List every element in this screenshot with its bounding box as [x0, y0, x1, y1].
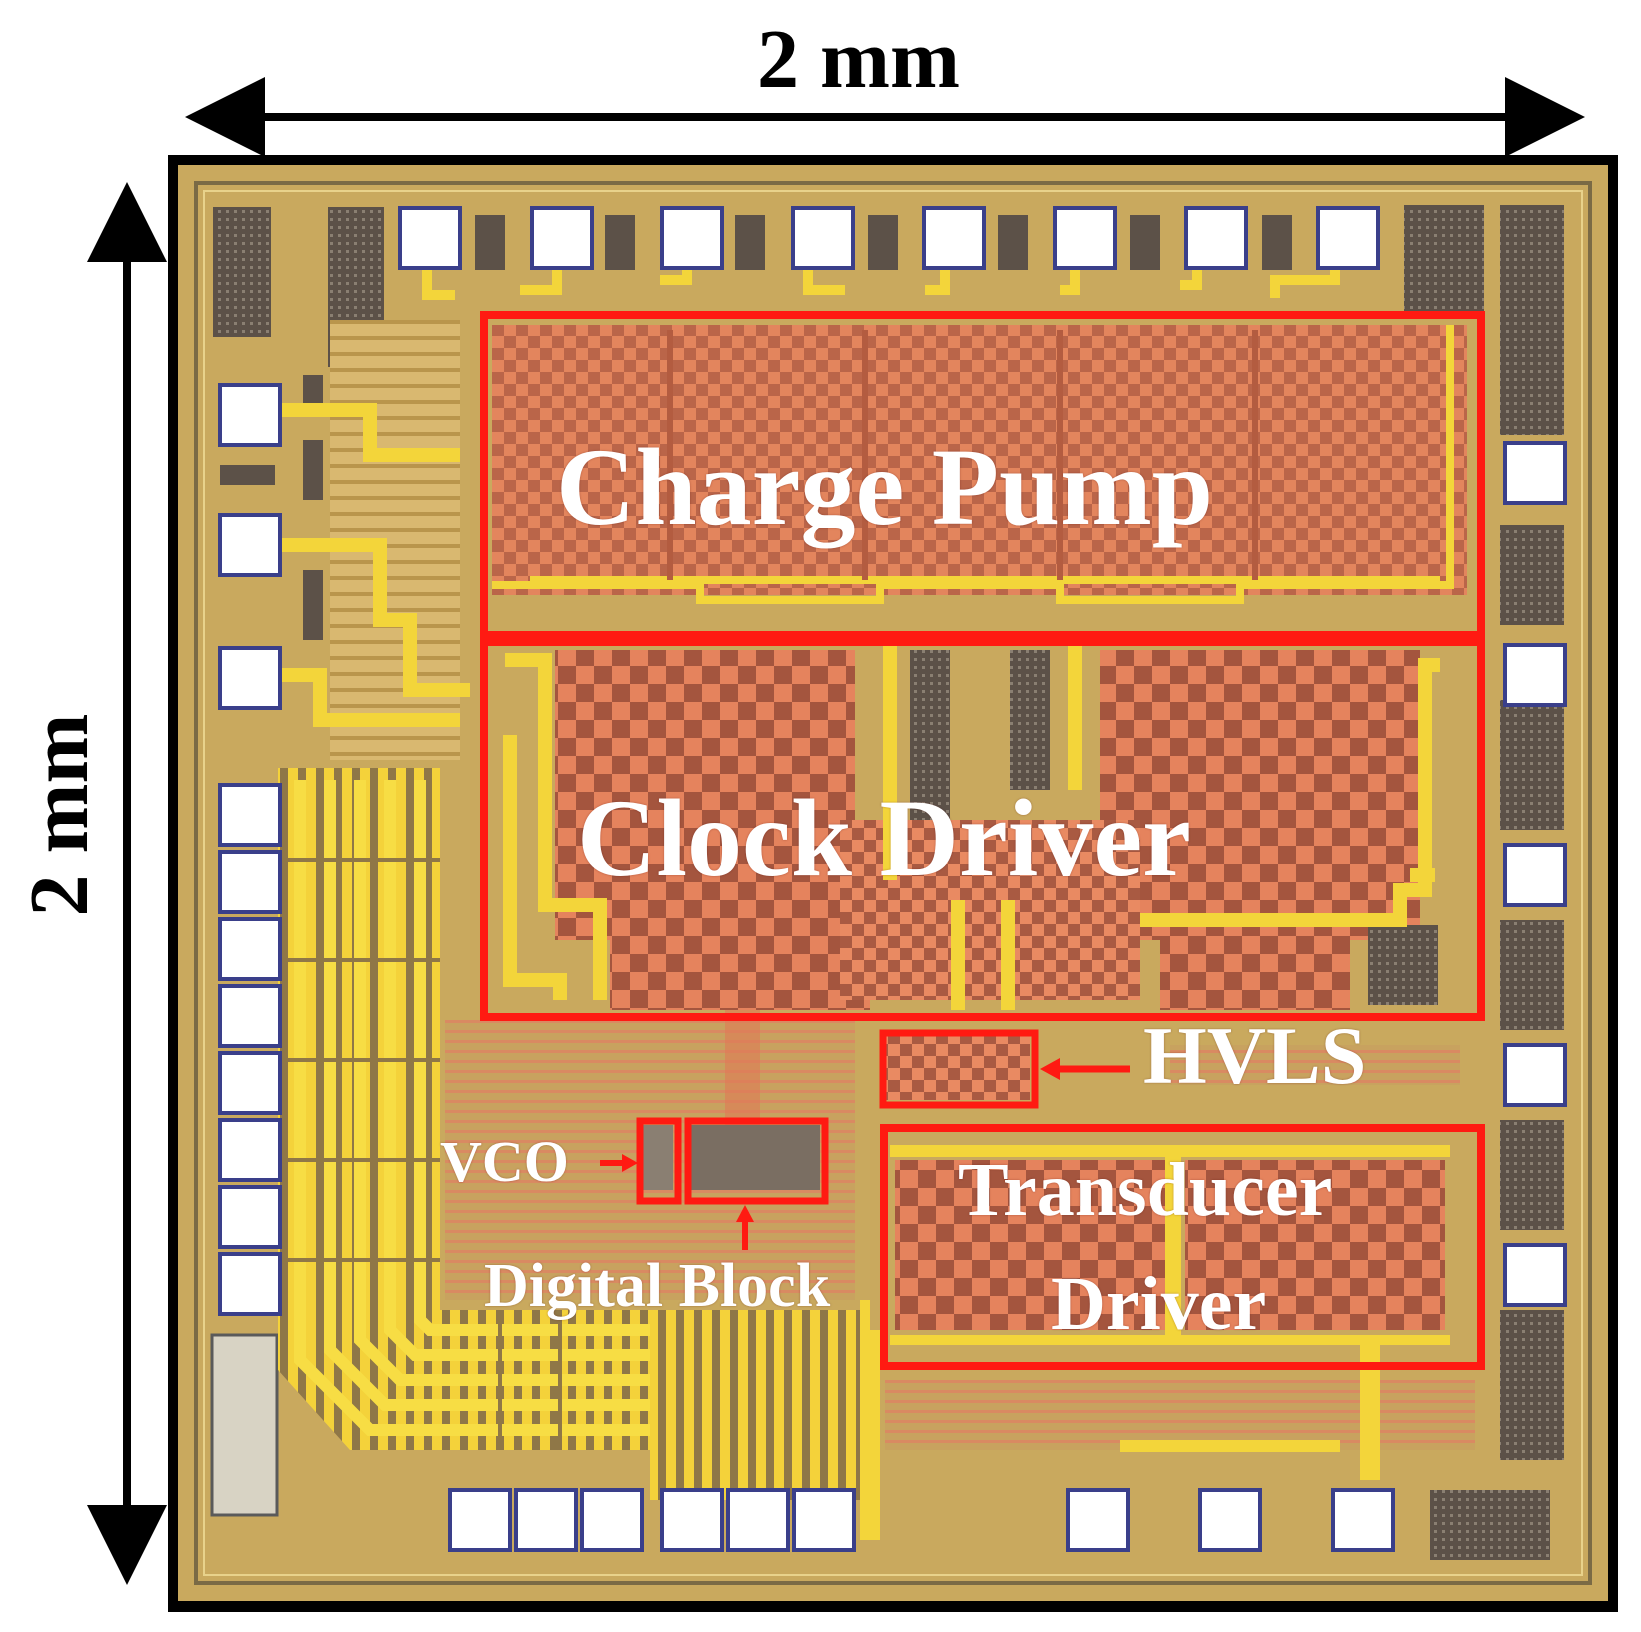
pointer-arrows [600, 1058, 1130, 1250]
vco-box [636, 1117, 682, 1205]
vco-layout [643, 1125, 673, 1190]
hvls-layout [885, 1035, 1030, 1100]
transducer-driver-label-line2: Driver [1051, 1262, 1267, 1346]
transducer-driver-layout [890, 1145, 1450, 1345]
clock-driver-layout [503, 645, 1440, 1010]
transducer-driver-label-line1: Transducer [958, 1148, 1333, 1232]
top-traces [422, 265, 1340, 300]
charge-pump-box [480, 311, 1485, 639]
transducer-driver-box [880, 1124, 1485, 1370]
clock-driver-label: Clock Driver [577, 777, 1191, 899]
hvls-routing [1170, 1045, 1460, 1085]
bond-pads [218, 206, 1567, 1552]
digital-layout [690, 1125, 820, 1190]
bottom-routing [885, 1380, 1475, 1450]
digital-block-label: Digital Block [484, 1252, 831, 1320]
height-dimension-label: 2 mm [13, 713, 106, 917]
dimension-arrows [87, 77, 1585, 1585]
left-traces [272, 403, 470, 727]
hvls-box [879, 1029, 1039, 1109]
charge-pump-layout [492, 325, 1467, 604]
power-bus [278, 768, 880, 1540]
top-spacers [220, 215, 1292, 640]
clock-driver-box [480, 638, 1485, 1021]
vco-label: VCO [440, 1129, 569, 1194]
hvls-label: HVLS [1143, 1010, 1367, 1101]
digital-block-box [684, 1117, 829, 1205]
highlight-boxes [480, 311, 1485, 1370]
charge-pump-label: Charge Pump [556, 426, 1213, 548]
width-dimension-label: 2 mm [757, 13, 960, 106]
